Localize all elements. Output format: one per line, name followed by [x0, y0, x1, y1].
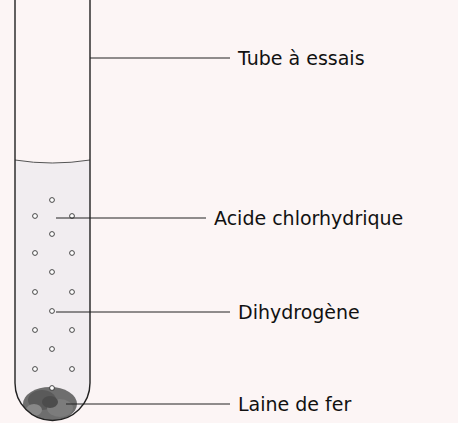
- bubble: [50, 270, 55, 275]
- bubble: [33, 367, 38, 372]
- bubble: [33, 214, 38, 219]
- part-label: Tube à essais: [238, 47, 365, 70]
- hydrogen-bubbles: [33, 198, 75, 391]
- part-label: Dihydrogène: [238, 301, 360, 324]
- leader-line: [56, 218, 206, 219]
- bubble: [70, 290, 75, 295]
- meniscus: [15, 160, 90, 163]
- bubble: [50, 309, 55, 314]
- leader-line: [90, 58, 230, 59]
- bubble: [33, 328, 38, 333]
- bubble: [50, 198, 55, 203]
- leader-line: [66, 404, 230, 405]
- part-label: Laine de fer: [238, 393, 351, 416]
- acid-liquid: [15, 160, 90, 421]
- bubble: [70, 251, 75, 256]
- bubble: [70, 328, 75, 333]
- bubble: [50, 386, 55, 391]
- bubble: [70, 367, 75, 372]
- bubble: [33, 290, 38, 295]
- leader-lines: [56, 58, 230, 404]
- leader-line: [56, 312, 230, 313]
- bubble: [50, 232, 55, 237]
- part-label: Acide chlorhydrique: [214, 207, 403, 230]
- bubble: [33, 251, 38, 256]
- bubble: [50, 347, 55, 352]
- test-tube: [15, 0, 90, 421]
